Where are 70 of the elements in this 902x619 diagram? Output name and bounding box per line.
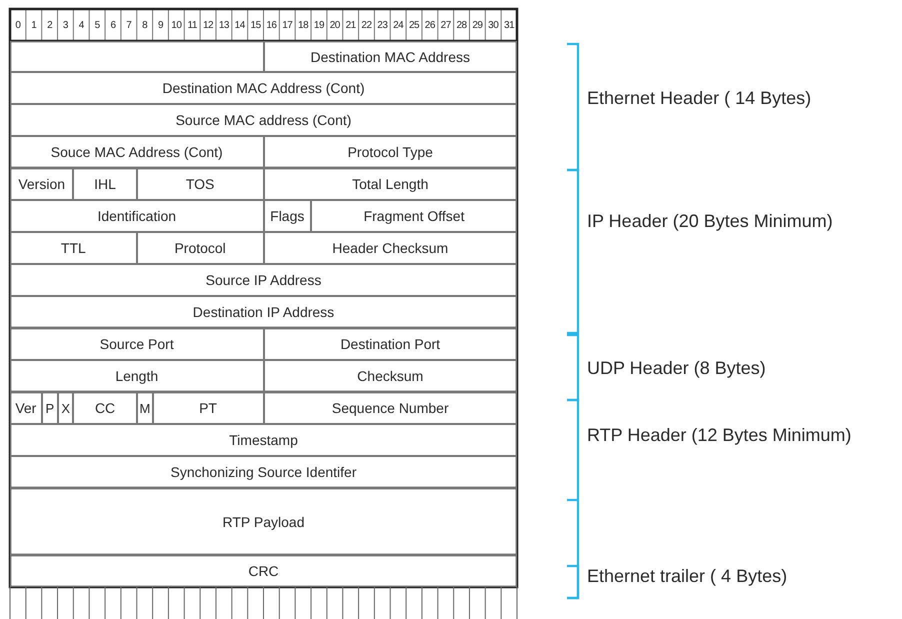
header-field: Destination IP Address <box>10 296 517 328</box>
header-field: Souce MAC Address (Cont) <box>10 136 264 168</box>
header-field: P <box>42 392 58 424</box>
header-field: Flags <box>264 200 312 232</box>
bit-number: 0 <box>14 18 22 32</box>
header-field: Checksum <box>264 360 517 392</box>
header-field: Source Port <box>10 328 264 360</box>
header-field: Synchonizing Source Identifer <box>10 456 517 488</box>
bit-number: 2 <box>46 18 54 32</box>
bit-number: 25 <box>408 18 420 32</box>
bit-number: 24 <box>392 18 404 32</box>
header-field: Ver <box>10 392 42 424</box>
bit-number: 31 <box>503 18 516 32</box>
header-field: Destination MAC Address <box>264 41 517 72</box>
header-field: Protocol <box>136 232 264 264</box>
header-field: Protocol Type <box>264 136 517 168</box>
bit-number: 8 <box>141 18 148 32</box>
bit-number: 15 <box>250 18 262 32</box>
bit-number: 1 <box>30 18 38 32</box>
bit-number: 10 <box>170 18 182 32</box>
bit-number: 5 <box>94 18 101 32</box>
bit-number: 26 <box>424 18 436 32</box>
bit-number: 6 <box>109 18 117 32</box>
header-field: Sequence Number <box>264 392 517 424</box>
section-label: UDP Header (8 Bytes) <box>587 358 766 379</box>
bit-number: 30 <box>487 18 500 32</box>
header-field: Source MAC address (Cont) <box>10 104 517 136</box>
bit-number: 19 <box>312 18 326 32</box>
section-label: IP Header (20 Bytes Minimum) <box>587 211 833 232</box>
header-field: Version <box>10 168 74 200</box>
header-field: TOS <box>136 168 264 200</box>
header-field: RTP Payload <box>10 488 517 555</box>
bit-number: 12 <box>202 18 214 32</box>
bit-number: 9 <box>156 18 164 32</box>
bit-number: 17 <box>281 18 294 32</box>
header-field: Source IP Address <box>10 264 517 296</box>
section-label: Ethernet trailer ( 4 Bytes) <box>587 566 788 587</box>
bit-number: 11 <box>186 18 198 32</box>
header-field: X <box>58 392 74 424</box>
section-label: RTP Header (12 Bytes Minimum) <box>587 425 852 446</box>
bit-number: 21 <box>344 18 357 32</box>
header-field: Identification <box>10 200 264 232</box>
bit-number: 22 <box>360 18 373 32</box>
header-field: CC <box>73 392 137 424</box>
header-field: Total Length <box>264 168 517 200</box>
header-field: IHL <box>73 168 137 200</box>
bit-number: 29 <box>471 18 484 32</box>
bit-number: 27 <box>440 18 452 32</box>
header-field: Length <box>10 360 264 392</box>
bit-number: 4 <box>78 18 85 32</box>
header-field: Header Checksum <box>264 232 517 264</box>
bit-number: 7 <box>125 18 132 32</box>
bit-number: 28 <box>455 18 468 32</box>
bit-number: 20 <box>328 18 341 32</box>
bit-number: 3 <box>62 18 69 32</box>
header-field: Destination Port <box>264 328 517 360</box>
header-field: Destination MAC Address (Cont) <box>10 72 517 104</box>
bit-number: 16 <box>265 18 278 32</box>
header-field: M <box>136 392 153 424</box>
bit-number: 14 <box>234 18 246 32</box>
empty-field <box>10 41 264 72</box>
header-field: Fragment Offset <box>311 200 517 232</box>
header-field: TTL <box>10 232 137 264</box>
bit-number: 23 <box>376 18 388 32</box>
bit-number: 13 <box>218 18 230 32</box>
bit-number: 18 <box>297 18 310 32</box>
section-label: Ethernet Header ( 14 Bytes) <box>587 88 812 109</box>
header-field: Timestamp <box>10 424 517 456</box>
header-field: CRC <box>10 555 517 587</box>
header-field: PT <box>152 392 264 424</box>
